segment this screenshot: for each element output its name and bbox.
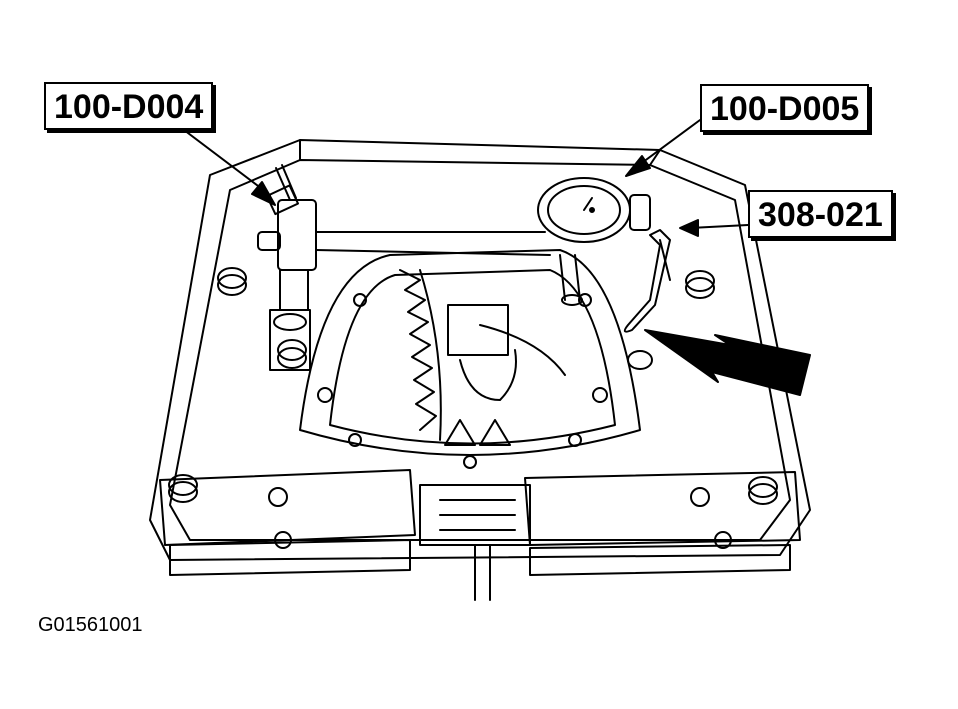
callout-100-d005: 100-D005 [700, 84, 870, 132]
ring-gear [399, 269, 442, 441]
dial-indicator-gauge [537, 177, 631, 243]
housing-base-plate [149, 139, 811, 561]
tool-308-021 [623, 194, 671, 333]
indicator-arm [315, 231, 583, 306]
large-direction-arrow [644, 329, 811, 396]
pinion-shaft [419, 484, 531, 601]
callout-100-d004: 100-D004 [44, 82, 214, 130]
bearing-bars [159, 469, 801, 576]
leader-lines [179, 119, 749, 237]
differential-case [299, 249, 641, 469]
side-gears [444, 304, 566, 446]
dial-indicator-holder [257, 164, 317, 371]
callout-308-021: 308-021 [748, 190, 893, 238]
figure-id: G01561001 [38, 614, 143, 636]
housing-bolts [217, 267, 715, 370]
